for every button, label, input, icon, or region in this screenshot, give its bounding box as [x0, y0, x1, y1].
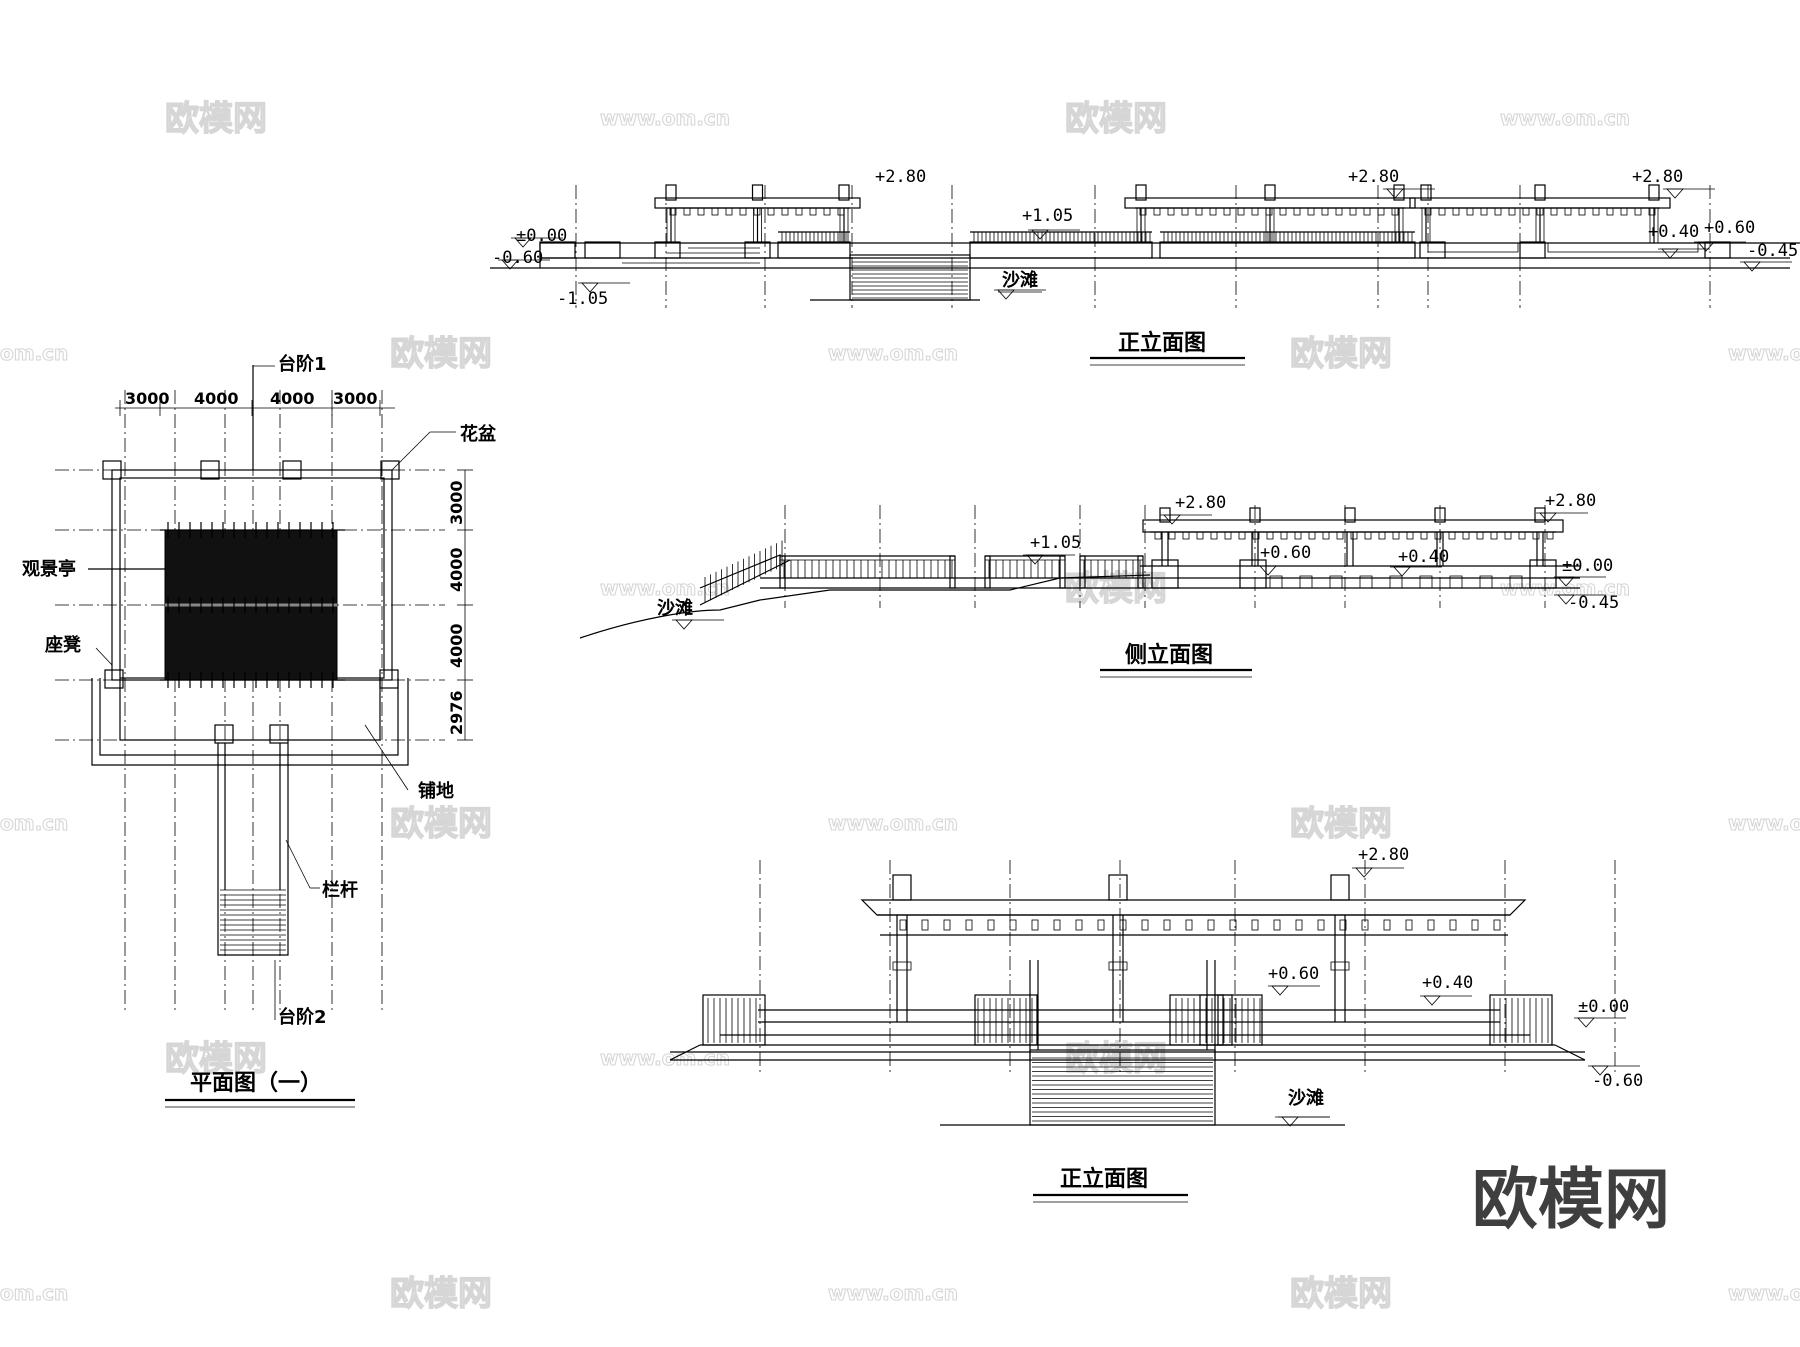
dim-label: 4000	[447, 547, 466, 592]
drawing-title: 侧立面图	[1125, 642, 1213, 668]
label-step2: 台阶2	[278, 1006, 327, 1028]
watermark-url: www.om.cn	[1728, 811, 1800, 835]
dim-label: 2976	[447, 690, 466, 735]
elev-label: ±0.00	[1578, 997, 1629, 1017]
watermark-logo: 欧模网	[390, 804, 492, 844]
drawing-title: 正立面图	[1118, 330, 1206, 356]
watermark-url: www.om.cn	[1728, 1281, 1800, 1305]
watermark-url: www.om.cn	[600, 106, 730, 130]
watermark-layer: 欧模网 www.om.cn 欧模网 www.om.cn om.cn 欧模网 ww…	[0, 98, 1800, 1314]
dim-label: 4000	[447, 623, 466, 668]
watermark-logo: 欧模网	[165, 1039, 267, 1079]
drawing-title: 正立面图	[1060, 1166, 1148, 1192]
watermark-url: www.om.cn	[828, 341, 958, 365]
watermark-url: www.om.cn	[828, 1281, 958, 1305]
watermark-logo: 欧模网	[1065, 569, 1167, 609]
elev-label: -0.45	[1568, 593, 1619, 613]
elev-label: ±0.00	[1562, 556, 1613, 576]
watermark-logo: 欧模网	[390, 1274, 492, 1314]
watermark-url: www.om.cn	[1500, 106, 1630, 130]
dim-label: 4000	[270, 389, 315, 408]
elev-label: +2.80	[875, 167, 926, 187]
elev-label: -0.45	[1747, 241, 1798, 261]
watermark-url: om.cn	[0, 811, 68, 835]
beach-label: 沙滩	[1002, 269, 1038, 291]
label-pavilion: 观景亭	[22, 558, 76, 580]
side-elevation: +2.80 +2.80 +1.05 +0.60 +0.40 ±0.00 -0.4…	[579, 491, 1619, 678]
elev-label: +1.05	[1022, 206, 1073, 226]
dim-label: 3000	[125, 389, 170, 408]
elev-label: -0.60	[1592, 1071, 1643, 1091]
watermark-logo: 欧模网	[390, 334, 492, 374]
elev-label: +2.80	[1358, 845, 1409, 865]
watermark-url: www.om.cn	[828, 811, 958, 835]
watermark-url: www.om.cn	[600, 1046, 730, 1070]
elev-label: +2.80	[1632, 167, 1683, 187]
drawing-title: 平面图（一）	[190, 1071, 322, 1096]
beach-label: 沙滩	[1288, 1087, 1324, 1109]
watermark-logo: 欧模网	[1290, 334, 1392, 374]
label-step1: 台阶1	[278, 353, 327, 375]
elev-label: +0.40	[1398, 547, 1449, 567]
elev-label: +2.80	[1348, 167, 1399, 187]
elev-label: -1.05	[557, 289, 608, 309]
beach-label: 沙滩	[657, 597, 693, 619]
watermark-url: www.om.cn	[1728, 341, 1800, 365]
elev-label: ±0.00	[516, 226, 567, 246]
label-paving: 铺地	[418, 780, 454, 802]
dim-label: 3000	[333, 389, 378, 408]
watermark-url: om.cn	[0, 341, 68, 365]
elev-label: +0.60	[1704, 218, 1755, 238]
watermark-url: www.om.cn	[600, 576, 730, 600]
elev-label: +2.80	[1545, 491, 1596, 511]
front-elevation-bottom: +2.80 +0.60 +0.40 ±0.00 -0.60 沙滩 正立面图	[669, 845, 1643, 1203]
elev-label: -0.60	[492, 248, 543, 268]
elev-label: +0.40	[1648, 222, 1699, 242]
watermark-logo: 欧模网	[1290, 1274, 1392, 1314]
watermark-logo: 欧模网	[1290, 804, 1392, 844]
elev-label: +0.40	[1422, 973, 1473, 993]
dim-label: 4000	[194, 389, 239, 408]
elev-label: +1.05	[1030, 533, 1081, 553]
brand-logo: 欧模网	[1472, 1161, 1670, 1238]
front-elevation-top: ±0.00 -0.60 -1.05 +2.80 +1.05 +2.80 +2.8…	[490, 167, 1800, 366]
label-flowerpot: 花盆	[460, 423, 497, 445]
watermark-logo: 欧模网	[165, 99, 267, 139]
elev-label: +2.80	[1175, 493, 1226, 513]
plan-view: 3000 4000 4000 3000 3000 4000 4000 2976	[22, 353, 497, 1108]
label-bench: 座凳	[45, 634, 81, 656]
elev-label: +0.60	[1260, 543, 1311, 563]
label-railing: 栏杆	[322, 879, 358, 901]
elev-label: +0.60	[1268, 964, 1319, 984]
watermark-url: om.cn	[0, 1281, 68, 1305]
dim-label: 3000	[447, 480, 466, 525]
watermark-logo: 欧模网	[1065, 99, 1167, 139]
